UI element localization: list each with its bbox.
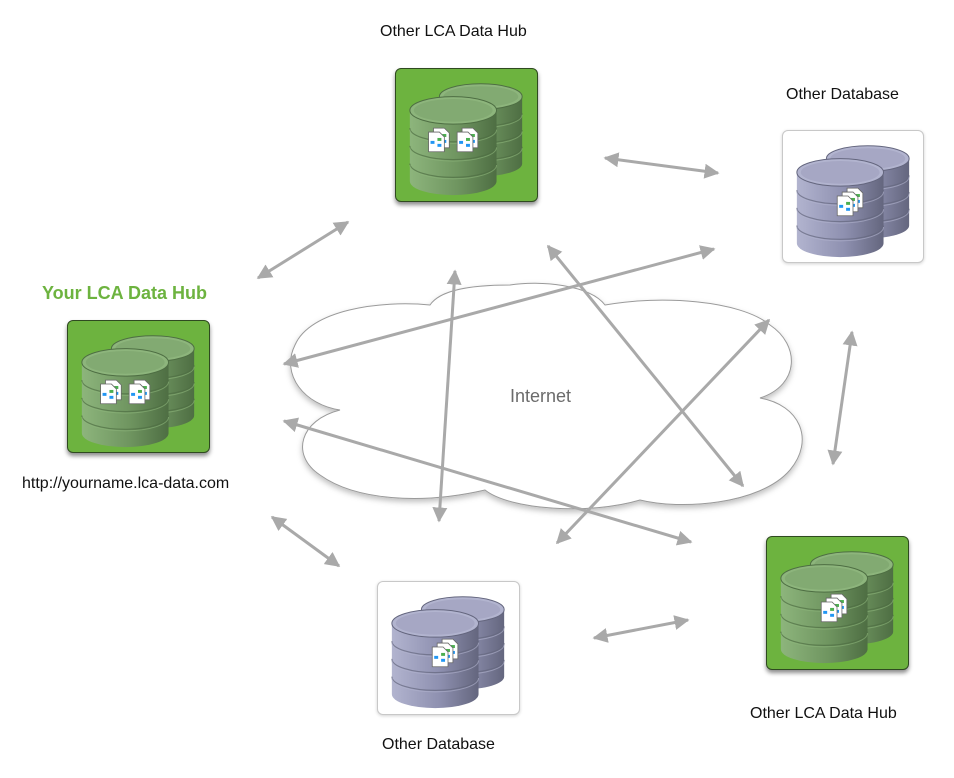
- front-cylinder-icon: [409, 96, 498, 196]
- document-stack-icon: [128, 379, 151, 405]
- arrow-yourhub-bottomdb: [270, 515, 341, 568]
- top-hub-node[interactable]: [395, 68, 538, 202]
- document-stack-icon: [820, 593, 848, 623]
- database-hub-icon: [81, 335, 195, 448]
- your-hub-url[interactable]: http://yourname.lca-data.com: [22, 475, 230, 492]
- database-icon: [391, 596, 505, 709]
- arrow-tophub-rightdb: [603, 152, 720, 179]
- document-stack-icon: [456, 127, 479, 153]
- document-stack-icon: [100, 379, 122, 405]
- database-icon: [796, 145, 910, 258]
- bottom-db-node[interactable]: [377, 581, 520, 715]
- arrow-bottomdb-bottomrighthub: [592, 615, 690, 643]
- document-stack-icon: [836, 187, 864, 217]
- bottom-right-hub-node[interactable]: [766, 536, 909, 670]
- document-stack-icon: [428, 127, 450, 153]
- document-stack-icon: [431, 638, 459, 668]
- arrow-rightdb-bottomrighthub: [827, 330, 858, 466]
- arrow-yourhub-tophub: [256, 220, 350, 280]
- top-hub-title: Other LCA Data Hub: [380, 23, 527, 40]
- your-hub-node[interactable]: [67, 320, 210, 453]
- database-hub-icon: [780, 551, 894, 664]
- arrow-rightdb-bottomdb: [555, 318, 771, 545]
- bottom-db-title: Other Database: [382, 736, 495, 753]
- bottom-right-hub-title: Other LCA Data Hub: [750, 705, 897, 722]
- internet-label: Internet: [510, 386, 572, 406]
- right-db-node[interactable]: [782, 130, 924, 263]
- arrow-tophub-bottomdb: [432, 269, 462, 523]
- front-cylinder-icon: [81, 348, 170, 448]
- database-hub-icon: [409, 83, 523, 196]
- right-db-title: Other Database: [786, 86, 899, 103]
- your-hub-title: Your LCA Data Hub: [42, 283, 207, 303]
